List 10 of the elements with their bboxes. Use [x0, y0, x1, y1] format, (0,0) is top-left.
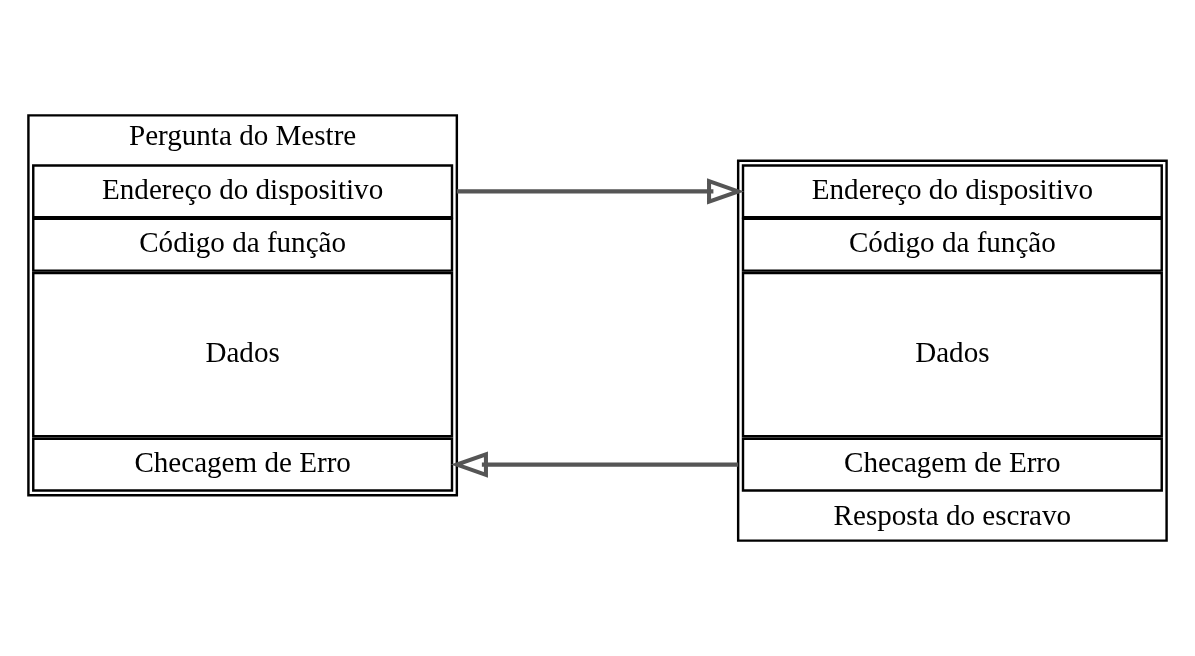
node-box: Endereço do dispositivo	[32, 164, 454, 219]
node-box: Código da função	[741, 217, 1163, 272]
node-box: Endereço do dispositivo	[741, 164, 1163, 219]
node-box: Checagem de Erro	[741, 437, 1163, 492]
arrow	[450, 451, 739, 478]
node-box: Código da função	[32, 217, 454, 272]
node-box: Dados	[741, 271, 1163, 438]
node-box: Dados	[32, 271, 454, 438]
arrow	[456, 178, 745, 205]
node-box: Checagem de Erro	[32, 437, 454, 492]
